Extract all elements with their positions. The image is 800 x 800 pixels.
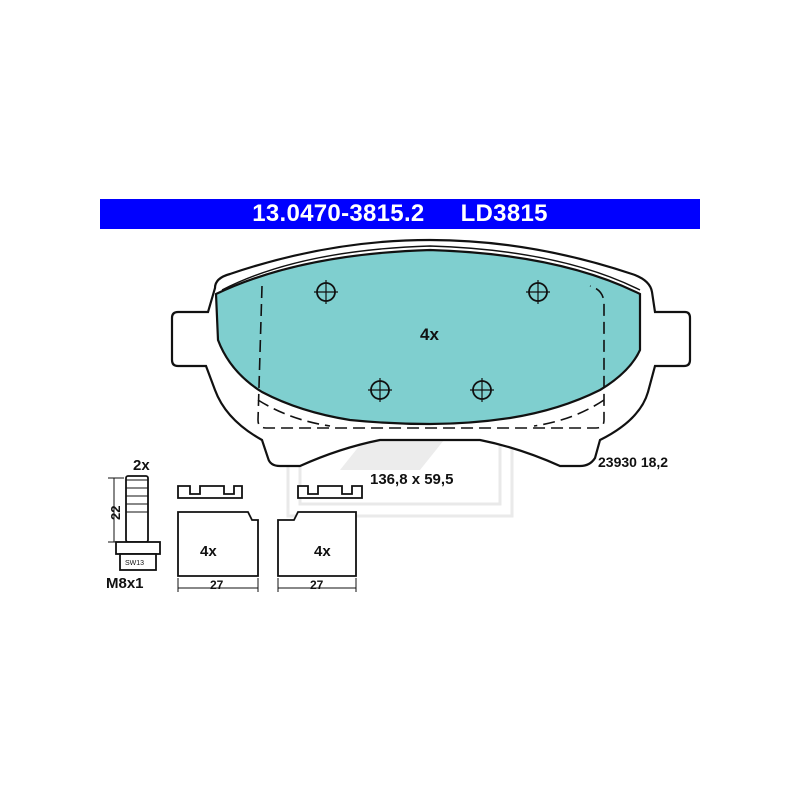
pad-reference: 23930 18,2	[598, 454, 668, 470]
friction-material	[214, 248, 642, 426]
bolt-shaft	[125, 475, 149, 543]
part-number: 13.0470-3815.2	[252, 200, 425, 227]
dashed-outline	[257, 285, 605, 429]
clip-right-width: 27	[310, 578, 324, 592]
bolt-thread: M8x1	[106, 575, 144, 592]
bolt-wrench-size: SW13	[125, 560, 144, 567]
clip-left-width: 27	[210, 578, 224, 592]
pad-dimensions: 136,8 x 59,5	[370, 471, 453, 488]
clip-left-quantity: 4x	[200, 543, 217, 560]
clip-right-quantity: 4x	[314, 543, 331, 560]
title-bar: 13.0470-3815.2 LD3815	[100, 199, 700, 229]
bolt	[108, 475, 161, 571]
bolt-length: 22	[108, 506, 123, 520]
part-code: LD3815	[460, 200, 548, 227]
bolt-head	[115, 541, 161, 555]
pad-quantity: 4x	[420, 325, 439, 344]
clip-right	[277, 485, 363, 592]
bolt-quantity: 2x	[133, 457, 150, 474]
clip-left	[177, 485, 259, 592]
